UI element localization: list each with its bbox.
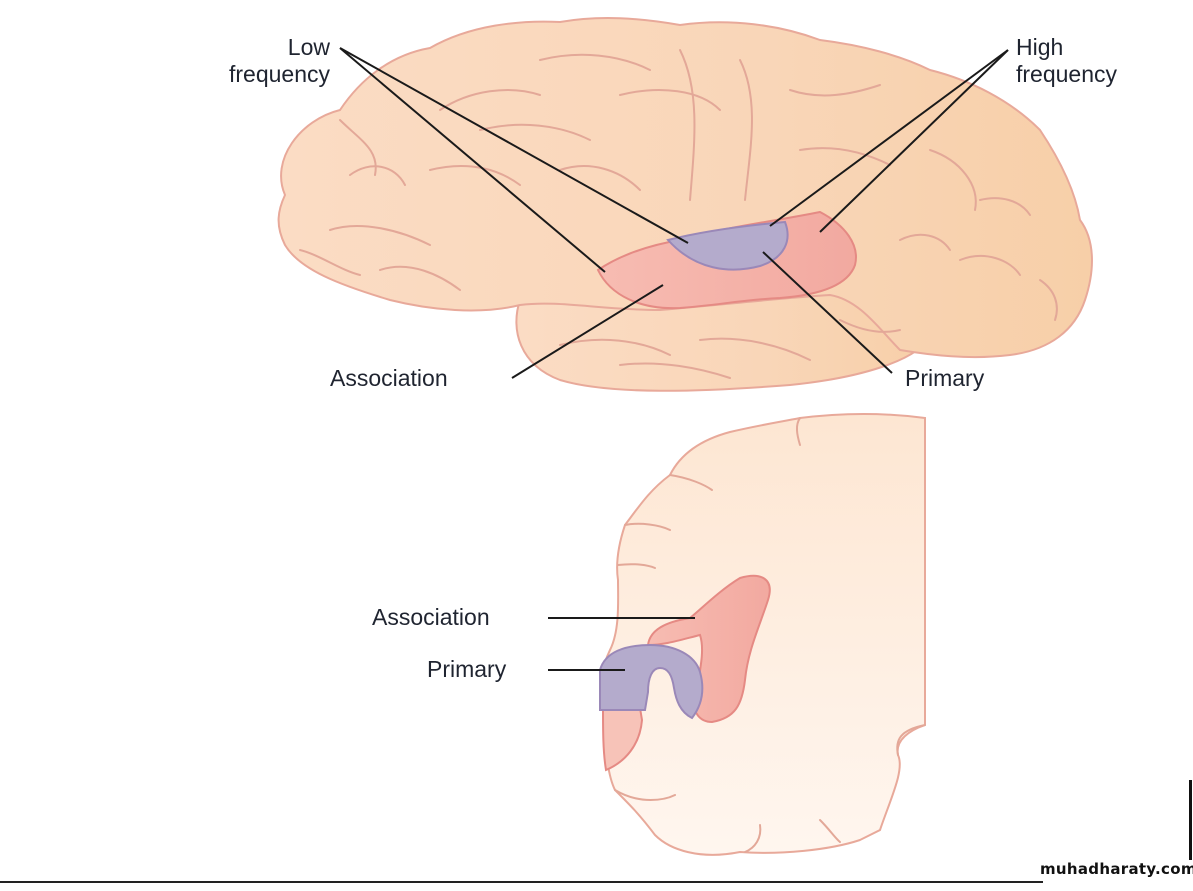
sulci (299, 49, 1058, 379)
primary-area-section (599, 643, 704, 720)
cerebral-hemisphere (277, 17, 1093, 359)
section-sulci (614, 417, 926, 853)
leader-high-freq-b (819, 49, 1009, 233)
label-primary-bottom: Primary (427, 656, 507, 682)
section-outline (600, 412, 926, 856)
label-primary-top: Primary (905, 365, 985, 391)
frame-bottom-rule (0, 881, 1043, 883)
label-association-bottom: Association (372, 604, 490, 630)
label-association-top: Association (330, 365, 448, 391)
label-high-frequency-line1: High (1016, 34, 1064, 60)
leader-high-freq-a (769, 49, 1009, 227)
lateral-brain (277, 17, 1093, 392)
leader-lines-top (339, 47, 1009, 379)
leader-low-freq-a (339, 47, 689, 244)
leader-primary-top (762, 251, 893, 374)
frame-right-rule (1189, 780, 1192, 860)
primary-area-lateral (666, 220, 789, 271)
coronal-section (599, 412, 926, 856)
leader-association-top (511, 284, 664, 379)
association-area-section (646, 574, 771, 724)
watermark: muhadharaty.com (1040, 860, 1193, 878)
label-low-frequency-line2: frequency (228, 61, 330, 87)
label-low-frequency: Low frequency (180, 34, 330, 88)
association-area-section-lower (601, 707, 644, 772)
label-high-frequency: High frequency (1016, 34, 1117, 88)
leader-lines-bottom (548, 617, 695, 671)
label-high-frequency-line2: frequency (1016, 61, 1118, 87)
leader-low-freq-b (339, 47, 606, 273)
label-low-frequency-line1: Low (287, 34, 330, 60)
